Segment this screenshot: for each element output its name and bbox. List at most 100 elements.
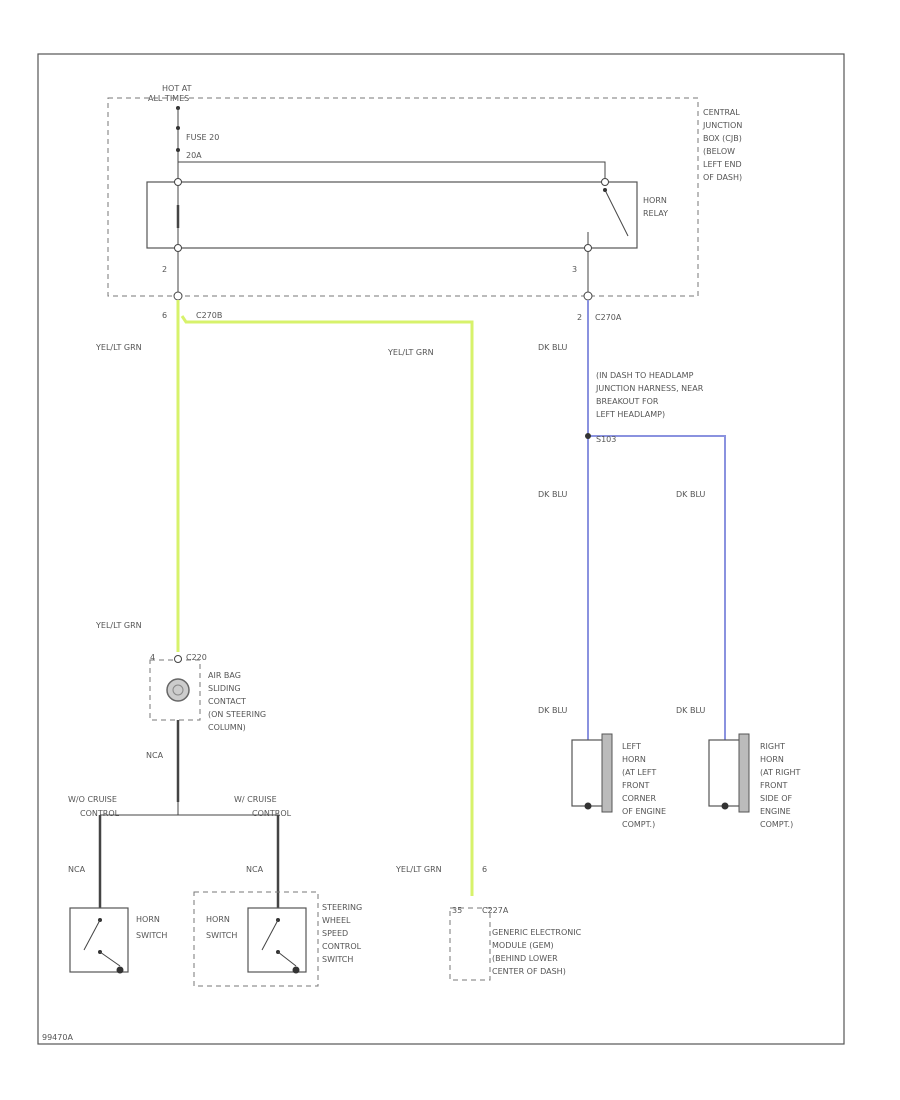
headlamp-note-1: JUNCTION HARNESS, NEAR xyxy=(595,384,704,393)
nca-label-1: NCA xyxy=(146,751,164,760)
c270b-label: C270B xyxy=(196,311,222,320)
diagram-frame xyxy=(37,53,845,1045)
dk-blu-wire-right xyxy=(588,435,726,740)
cruise-with-2: CONTROL xyxy=(252,809,292,818)
right-horn-ground-icon xyxy=(721,802,729,810)
gem-label-2: (BEHIND LOWER xyxy=(492,954,558,963)
airbag-contact-box xyxy=(149,659,201,721)
right-horn-label-5: ENGINE xyxy=(760,807,791,816)
right-horn-label-6: COMPT.) xyxy=(760,820,793,829)
left-horn-label-6: COMPT.) xyxy=(622,820,655,829)
relay-right-bot-term xyxy=(584,244,592,252)
c227a-label: C227A xyxy=(482,906,509,915)
ground-icon-left xyxy=(116,966,124,974)
cjb-label-4: LEFT END xyxy=(703,160,742,169)
horn-switch-left-ground xyxy=(99,951,121,967)
left-horn-label-0: LEFT xyxy=(622,742,641,751)
steering-label-0: STEERING xyxy=(322,903,362,912)
right-horn-bell xyxy=(738,733,750,813)
left-horn-bell xyxy=(601,733,613,813)
gem-label-1: MODULE (GEM) xyxy=(492,941,554,950)
cjb-label-3: (BELOW xyxy=(703,147,735,156)
horn-switch-left-box xyxy=(69,907,129,973)
ground-icon-right xyxy=(292,966,300,974)
cjb-label-2: BOX (CJB) xyxy=(703,134,742,143)
cruise-branch-wire xyxy=(100,802,278,816)
dk-blu-label-4: DK BLU xyxy=(538,706,567,715)
c270b-connector xyxy=(173,291,183,301)
relay-label-1: RELAY xyxy=(643,209,668,218)
horn-switch-right-ground xyxy=(277,951,297,967)
cjb-label-1: JUNCTION xyxy=(702,121,742,130)
horn-switch-left-label-1: SWITCH xyxy=(136,931,167,940)
airbag-label-2: CONTACT xyxy=(208,697,246,706)
left-horn-label-1: HORN xyxy=(622,755,646,764)
cruise-with-1: W/ CRUISE xyxy=(234,795,277,804)
relay-feed-wire xyxy=(178,161,606,182)
yel-grn-label-2: YEL/LT GRN xyxy=(387,348,434,357)
headlamp-note-2: BREAKOUT FOR xyxy=(596,397,659,406)
horn-switch-right-label-0: HORN xyxy=(206,915,230,924)
fuse-amps: 20A xyxy=(186,151,202,160)
cruise-without-2: CONTROL xyxy=(80,809,120,818)
dk-blu-label-3: DK BLU xyxy=(676,490,705,499)
fuse-low-dot xyxy=(176,148,180,152)
cjb-label-0: CENTRAL xyxy=(703,108,740,117)
relay-right-top-term xyxy=(601,178,609,186)
left-horn-label-4: CORNER xyxy=(622,794,656,803)
right-horn-label-3: FRONT xyxy=(760,781,787,790)
relay-switch-pivot xyxy=(603,188,607,192)
dk-blu-label-5: DK BLU xyxy=(676,706,705,715)
all-times-label: ALL TIMES xyxy=(148,94,189,103)
yel-grn-wire-right xyxy=(180,315,474,896)
right-horn-label-2: (AT RIGHT xyxy=(760,768,801,777)
steering-switch-box xyxy=(247,907,307,973)
yel-grn-label-3: YEL/LT GRN xyxy=(95,621,142,630)
c270a-connector xyxy=(583,291,593,301)
relay-label-0: HORN xyxy=(643,196,667,205)
left-horn-label-5: OF ENGINE xyxy=(622,807,666,816)
c270a-label: C270A xyxy=(595,313,622,322)
s103-label: S103 xyxy=(596,435,616,444)
c220-pin: 4 xyxy=(150,653,155,662)
airbag-label-1: SLIDING xyxy=(208,684,241,693)
horn-switch-left-label-0: HORN xyxy=(136,915,160,924)
airbag-label-0: AIR BAG xyxy=(208,671,241,680)
steering-label-1: WHEEL xyxy=(322,916,351,925)
dk-blu-label-1: DK BLU xyxy=(538,343,567,352)
fuse-mid-dot xyxy=(176,126,180,130)
left-horn-ground-icon xyxy=(584,802,592,810)
headlamp-note-0: (IN DASH TO HEADLAMP xyxy=(596,371,694,380)
relay-left-top-term xyxy=(174,178,182,186)
yel-grn-label-4: YEL/LT GRN xyxy=(395,865,442,874)
yel-grn-pin: 6 xyxy=(482,865,487,874)
dk-blu-label-2: DK BLU xyxy=(538,490,567,499)
s103-splice xyxy=(585,433,591,439)
central-junction-box xyxy=(107,97,699,297)
c270b-pin: 6 xyxy=(162,311,167,320)
gem-label-0: GENERIC ELECTRONIC xyxy=(492,928,582,937)
steering-label-3: CONTROL xyxy=(322,942,362,951)
cruise-without-1: W/O CRUISE xyxy=(68,795,117,804)
horn-switch-right-label-1: SWITCH xyxy=(206,931,237,940)
c220-terminal xyxy=(174,655,182,663)
left-horn-label-2: (AT LEFT xyxy=(622,768,656,777)
c270a-pin: 2 xyxy=(577,313,582,322)
c227a-pin: 35 xyxy=(452,906,462,915)
clockspring-icon xyxy=(166,678,190,702)
horn-relay-box xyxy=(146,181,638,249)
horn-switch-right-arm xyxy=(261,919,279,951)
horn-switch-left-arm xyxy=(83,919,101,951)
airbag-label-3: (ON STEERING xyxy=(208,710,266,719)
right-horn-label-4: SIDE OF xyxy=(760,794,792,803)
right-horn-label-1: HORN xyxy=(760,755,784,764)
fuse-label: FUSE 20 xyxy=(186,133,219,142)
nca-label-3: NCA xyxy=(246,865,264,874)
relay-switch-arm xyxy=(604,189,629,237)
c220-label: C220 xyxy=(186,653,207,662)
headlamp-note-3: LEFT HEADLAMP) xyxy=(596,410,665,419)
hot-at-label: HOT AT xyxy=(162,84,192,93)
footer-code: 99470A xyxy=(42,1033,73,1042)
airbag-label-4: COLUMN) xyxy=(208,723,246,732)
